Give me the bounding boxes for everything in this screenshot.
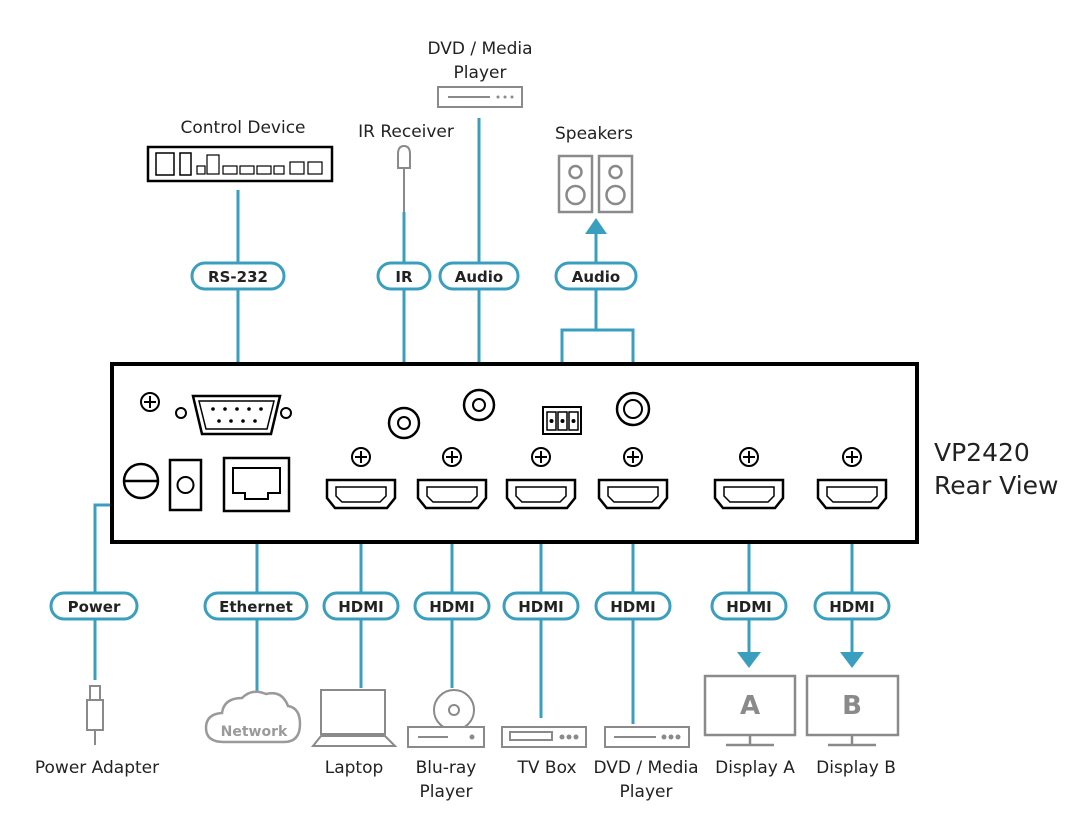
svg-text:IR: IR	[395, 268, 413, 286]
svg-text:HDMI: HDMI	[726, 598, 772, 616]
svg-text:A: A	[740, 691, 760, 721]
bluray-player: Blu-ray Player	[407, 689, 485, 802]
svg-text:RS-232: RS-232	[208, 268, 268, 286]
svg-text:HDMI: HDMI	[610, 598, 656, 616]
pill-ir: IR	[376, 261, 432, 291]
ground-screw-icon	[140, 392, 160, 412]
svg-text:DVD / Media: DVD / Media	[427, 39, 532, 59]
svg-text:Ethernet: Ethernet	[219, 598, 293, 616]
power-jack-icon	[168, 458, 203, 512]
pill-audio-in: Audio	[438, 261, 520, 291]
dvd-media-player-top: DVD / Media Player	[427, 39, 533, 108]
speakers: Speakers	[555, 124, 634, 214]
audio-in-port-icon	[462, 388, 496, 422]
svg-text:IR Receiver: IR Receiver	[358, 122, 454, 142]
power-switch-icon	[122, 462, 160, 500]
hdmi3-port-icon	[505, 478, 577, 510]
terminal-block-icon	[542, 406, 582, 435]
svg-text:Network: Network	[221, 724, 288, 740]
pills: RS-232 IR Audio Audio Power Ethernet HDM…	[49, 261, 891, 621]
svg-text:Display B: Display B	[816, 758, 896, 778]
svg-text:HDMI: HDMI	[429, 598, 475, 616]
pill-ethernet: Ethernet	[203, 591, 309, 621]
ir-receiver-icon	[397, 144, 411, 212]
title-line2: Rear View	[934, 471, 1059, 500]
svg-text:Player: Player	[620, 782, 673, 802]
hdmi1-screw-icon	[351, 447, 371, 467]
pill-hdmi-out-a: HDMI	[710, 591, 788, 621]
hdmi4-port-icon	[597, 478, 669, 510]
svg-text:Player: Player	[420, 782, 473, 802]
svg-text:HDMI: HDMI	[338, 598, 384, 616]
svg-text:Player: Player	[454, 63, 507, 83]
display-b-arrow	[840, 652, 864, 668]
hdmi3-screw-icon	[531, 447, 551, 467]
hdmi-out-b-screw-icon	[842, 447, 862, 467]
hdmi-out-a-screw-icon	[739, 447, 759, 467]
svg-text:B: B	[842, 691, 862, 721]
svg-text:DVD / Media: DVD / Media	[593, 758, 698, 778]
hdmi2-screw-icon	[442, 447, 462, 467]
display-a: A Display A	[703, 674, 797, 778]
hdmi1-port-icon	[325, 478, 397, 510]
hdmi-out-b-port-icon	[816, 478, 888, 510]
speakers-icon	[557, 154, 634, 214]
laptop: Laptop	[310, 689, 398, 778]
display-b-icon	[805, 674, 900, 747]
dvd-player-bottom-icon	[604, 726, 690, 748]
svg-text:Power Adapter: Power Adapter	[35, 758, 159, 778]
svg-text:Speakers: Speakers	[555, 124, 633, 144]
pill-hdmi4: HDMI	[594, 591, 672, 621]
ethernet-port-icon	[222, 456, 291, 513]
svg-text:HDMI: HDMI	[518, 598, 564, 616]
dvd-media-player-bottom: DVD / Media Player	[593, 726, 699, 802]
network-cloud-icon	[204, 690, 302, 744]
display-a-arrow	[737, 652, 761, 668]
control-device: Control Device	[146, 118, 334, 183]
pill-hdmi2: HDMI	[413, 591, 491, 621]
svg-text:TV Box: TV Box	[516, 758, 576, 778]
svg-text:Laptop: Laptop	[325, 758, 384, 778]
svg-text:Display A: Display A	[715, 758, 795, 778]
svg-text:Power: Power	[68, 598, 121, 616]
display-b: B Display B	[805, 674, 900, 778]
rear-panel	[110, 362, 919, 544]
dvd-player-top-icon	[437, 86, 523, 108]
tv-box-icon	[501, 726, 587, 748]
laptop-icon	[310, 689, 398, 747]
pill-rs232: RS-232	[190, 261, 286, 291]
speaker-arrow	[585, 218, 607, 234]
hdmi4-screw-icon	[623, 447, 643, 467]
pill-power: Power	[49, 591, 139, 621]
audio-out-port-icon	[615, 391, 651, 427]
rear-panel-frame	[110, 362, 919, 544]
bluray-player-icon	[407, 689, 485, 748]
power-adapter: Power Adapter	[35, 685, 159, 778]
pill-audio-out: Audio	[554, 261, 638, 291]
svg-text:Audio: Audio	[572, 268, 620, 286]
display-a-icon	[703, 674, 797, 747]
hdmi-out-a-port-icon	[713, 478, 785, 510]
pill-hdmi3: HDMI	[502, 591, 580, 621]
svg-text:Blu-ray: Blu-ray	[416, 758, 477, 778]
title-line1: VP2420	[934, 438, 1030, 467]
svg-text:HDMI: HDMI	[829, 598, 875, 616]
svg-text:Audio: Audio	[455, 268, 503, 286]
pill-hdmi1: HDMI	[322, 591, 400, 621]
pill-hdmi-out-b: HDMI	[813, 591, 891, 621]
rs232-port-icon	[175, 394, 292, 436]
network: Network	[204, 690, 302, 744]
ir-receiver: IR Receiver	[358, 122, 454, 212]
tv-box: TV Box	[501, 726, 587, 778]
svg-text:Control Device: Control Device	[181, 118, 306, 138]
control-device-icon	[146, 145, 334, 183]
power-adapter-icon	[86, 685, 104, 745]
ir-port-icon	[387, 406, 421, 440]
hdmi2-port-icon	[416, 478, 488, 510]
